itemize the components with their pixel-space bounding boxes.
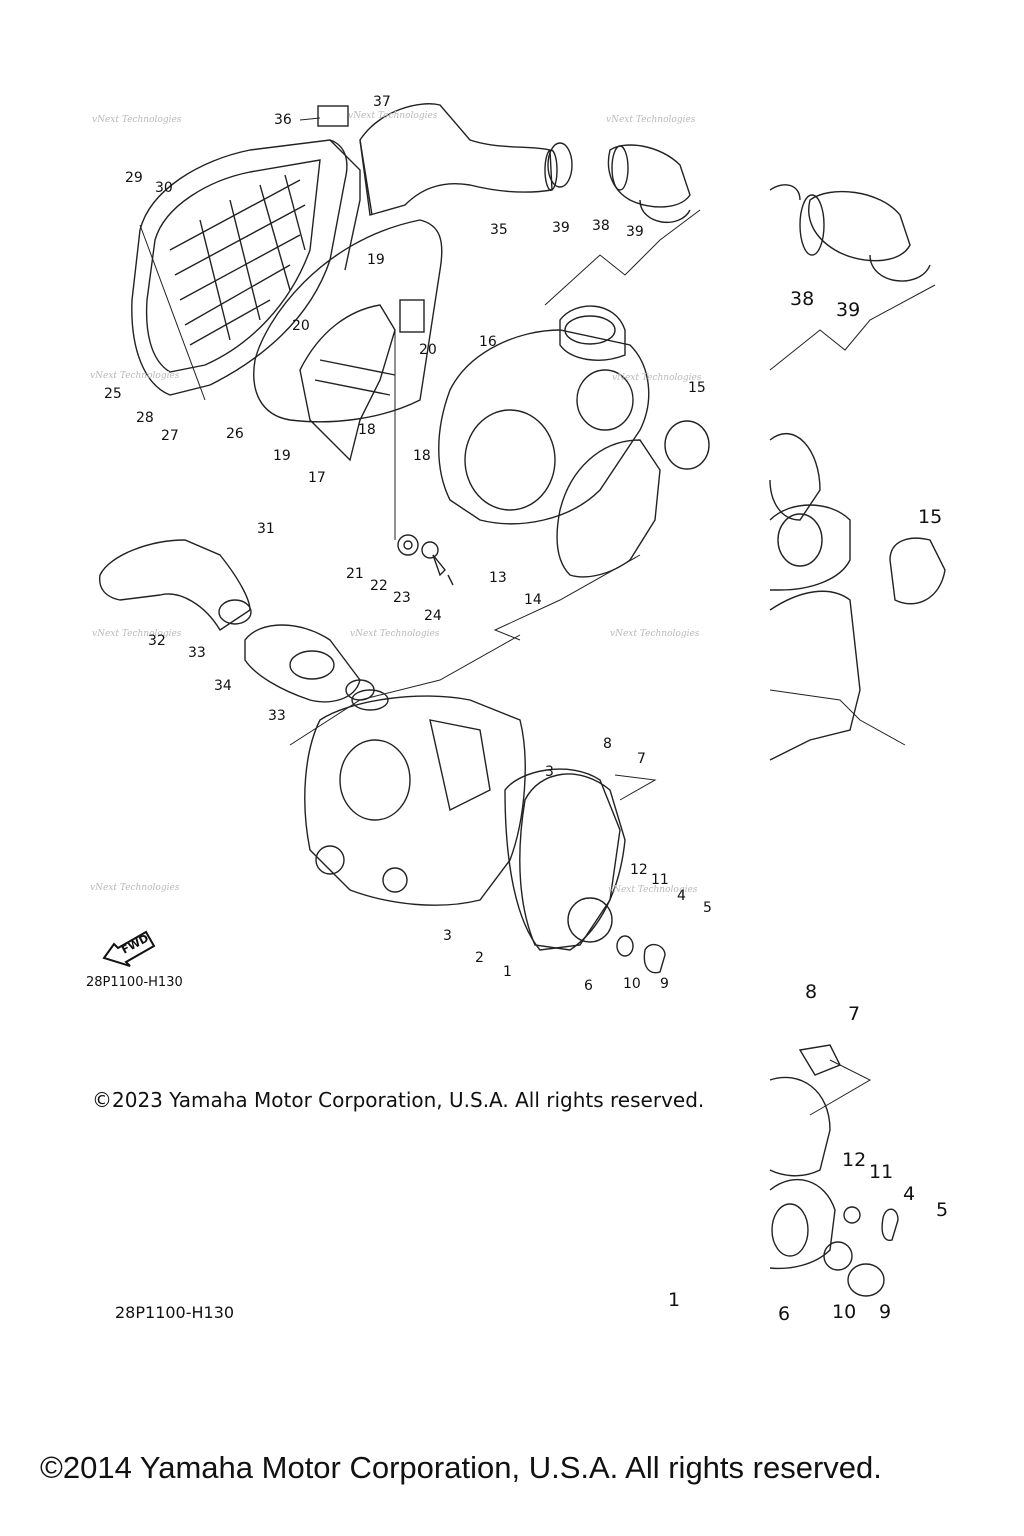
callout: 32 bbox=[148, 633, 166, 649]
callout: 28 bbox=[136, 410, 154, 426]
watermark: vNext Technologies bbox=[90, 883, 180, 893]
callout: 39 bbox=[836, 299, 860, 321]
watermark: vNext Technologies bbox=[610, 629, 700, 639]
callout: 5 bbox=[936, 1199, 948, 1221]
callout: 15 bbox=[688, 380, 706, 396]
drawing-code-repeat: 28P1100-H130 bbox=[115, 1303, 235, 1322]
bracket-17-drawing bbox=[299, 299, 425, 462]
callout: 27 bbox=[161, 428, 179, 444]
copyright-inner: ©2023 Yamaha Motor Corporation, U.S.A. A… bbox=[92, 1088, 705, 1112]
main-callouts: 1 2 3 3 4 5 6 7 8 9 10 11 12 13 14 15 16… bbox=[104, 94, 712, 994]
callout: 12 bbox=[842, 1149, 866, 1171]
fwd-arrow-icon: FWD bbox=[102, 930, 156, 967]
callout: 25 bbox=[104, 386, 122, 402]
diagram-artwork bbox=[98, 103, 946, 1297]
callout: 22 bbox=[370, 578, 388, 594]
callout: 35 bbox=[490, 222, 508, 238]
callout: 39 bbox=[626, 224, 644, 240]
callout: 1 bbox=[503, 964, 512, 980]
callout: 9 bbox=[879, 1301, 891, 1323]
callout: 20 bbox=[292, 318, 310, 334]
callout: 36 bbox=[274, 112, 292, 128]
callout: 10 bbox=[832, 1301, 856, 1323]
watermark: vNext Technologies bbox=[90, 371, 180, 381]
callout: 15 bbox=[918, 506, 942, 528]
callout: 19 bbox=[273, 448, 291, 464]
detail-boot-38 bbox=[769, 184, 931, 282]
callout: 3 bbox=[545, 764, 554, 780]
callout: 18 bbox=[413, 448, 431, 464]
callout: 38 bbox=[790, 288, 814, 310]
callout: 11 bbox=[869, 1161, 893, 1183]
callout: 38 bbox=[592, 218, 610, 234]
callout: 39 bbox=[552, 220, 570, 236]
callout: 2 bbox=[475, 950, 484, 966]
boot-38-drawing bbox=[547, 142, 691, 224]
callout: 31 bbox=[257, 521, 275, 537]
watermark: vNext Technologies bbox=[608, 885, 698, 895]
copyright-outer: ©2014 Yamaha Motor Corporation, U.S.A. A… bbox=[40, 1450, 882, 1485]
watermark: vNext Technologies bbox=[348, 111, 438, 121]
callout: 20 bbox=[419, 342, 437, 358]
watermark: vNext Technologies bbox=[350, 629, 440, 639]
callout: 30 bbox=[155, 180, 173, 196]
callout: 16 bbox=[479, 334, 497, 350]
case-cover-13-drawing bbox=[438, 305, 650, 525]
callout: 26 bbox=[226, 426, 244, 442]
gasket-14-drawing bbox=[556, 439, 661, 578]
detail-cover-15 bbox=[769, 433, 946, 761]
leader-lines bbox=[139, 117, 936, 1116]
crankcase-drawing bbox=[304, 689, 526, 906]
callout: 24 bbox=[424, 608, 442, 624]
callout: 1 bbox=[668, 1289, 680, 1311]
callout: 17 bbox=[308, 470, 326, 486]
callout: 5 bbox=[703, 900, 712, 916]
gasket-26-drawing bbox=[253, 219, 443, 423]
callout: 29 bbox=[125, 170, 143, 186]
detail-callouts: 38 39 15 8 7 12 11 4 5 6 10 9 1 bbox=[668, 288, 948, 1325]
watermark: vNext Technologies bbox=[92, 115, 182, 125]
callout: 8 bbox=[805, 981, 817, 1003]
callout: 13 bbox=[489, 570, 507, 586]
callout: 33 bbox=[188, 645, 206, 661]
bearing-set-drawing bbox=[397, 534, 454, 586]
watermark: vNext Technologies bbox=[606, 115, 696, 125]
callout: 9 bbox=[660, 976, 669, 992]
callout: 21 bbox=[346, 566, 364, 582]
callout: 12 bbox=[630, 862, 648, 878]
callout: 10 bbox=[623, 976, 641, 992]
drawing-code: 28P1100-H130 bbox=[86, 975, 183, 990]
callout: 7 bbox=[848, 1003, 860, 1025]
callout: 34 bbox=[214, 678, 232, 694]
callout: 18 bbox=[358, 422, 376, 438]
callout: 3 bbox=[443, 928, 452, 944]
callout: 8 bbox=[603, 736, 612, 752]
callout: 6 bbox=[778, 1303, 790, 1325]
watermarks: vNext Technologies vNext Technologies vN… bbox=[90, 111, 702, 895]
callout: 4 bbox=[677, 888, 686, 904]
cover-25-drawing bbox=[131, 139, 361, 396]
callout: 7 bbox=[637, 751, 646, 767]
duct-31-drawing bbox=[98, 539, 251, 631]
watermark: vNext Technologies bbox=[612, 373, 702, 383]
callout: 33 bbox=[268, 708, 286, 724]
seal-15-drawing bbox=[664, 420, 710, 470]
watermark: vNext Technologies bbox=[92, 629, 182, 639]
callout: 11 bbox=[651, 872, 669, 888]
callout: 19 bbox=[367, 252, 385, 268]
cover-1-drawing bbox=[504, 768, 666, 974]
callout: 14 bbox=[524, 592, 542, 608]
callout: 6 bbox=[584, 978, 593, 994]
callout: 4 bbox=[903, 1183, 915, 1205]
callout: 37 bbox=[373, 94, 391, 110]
callout: 23 bbox=[393, 590, 411, 606]
